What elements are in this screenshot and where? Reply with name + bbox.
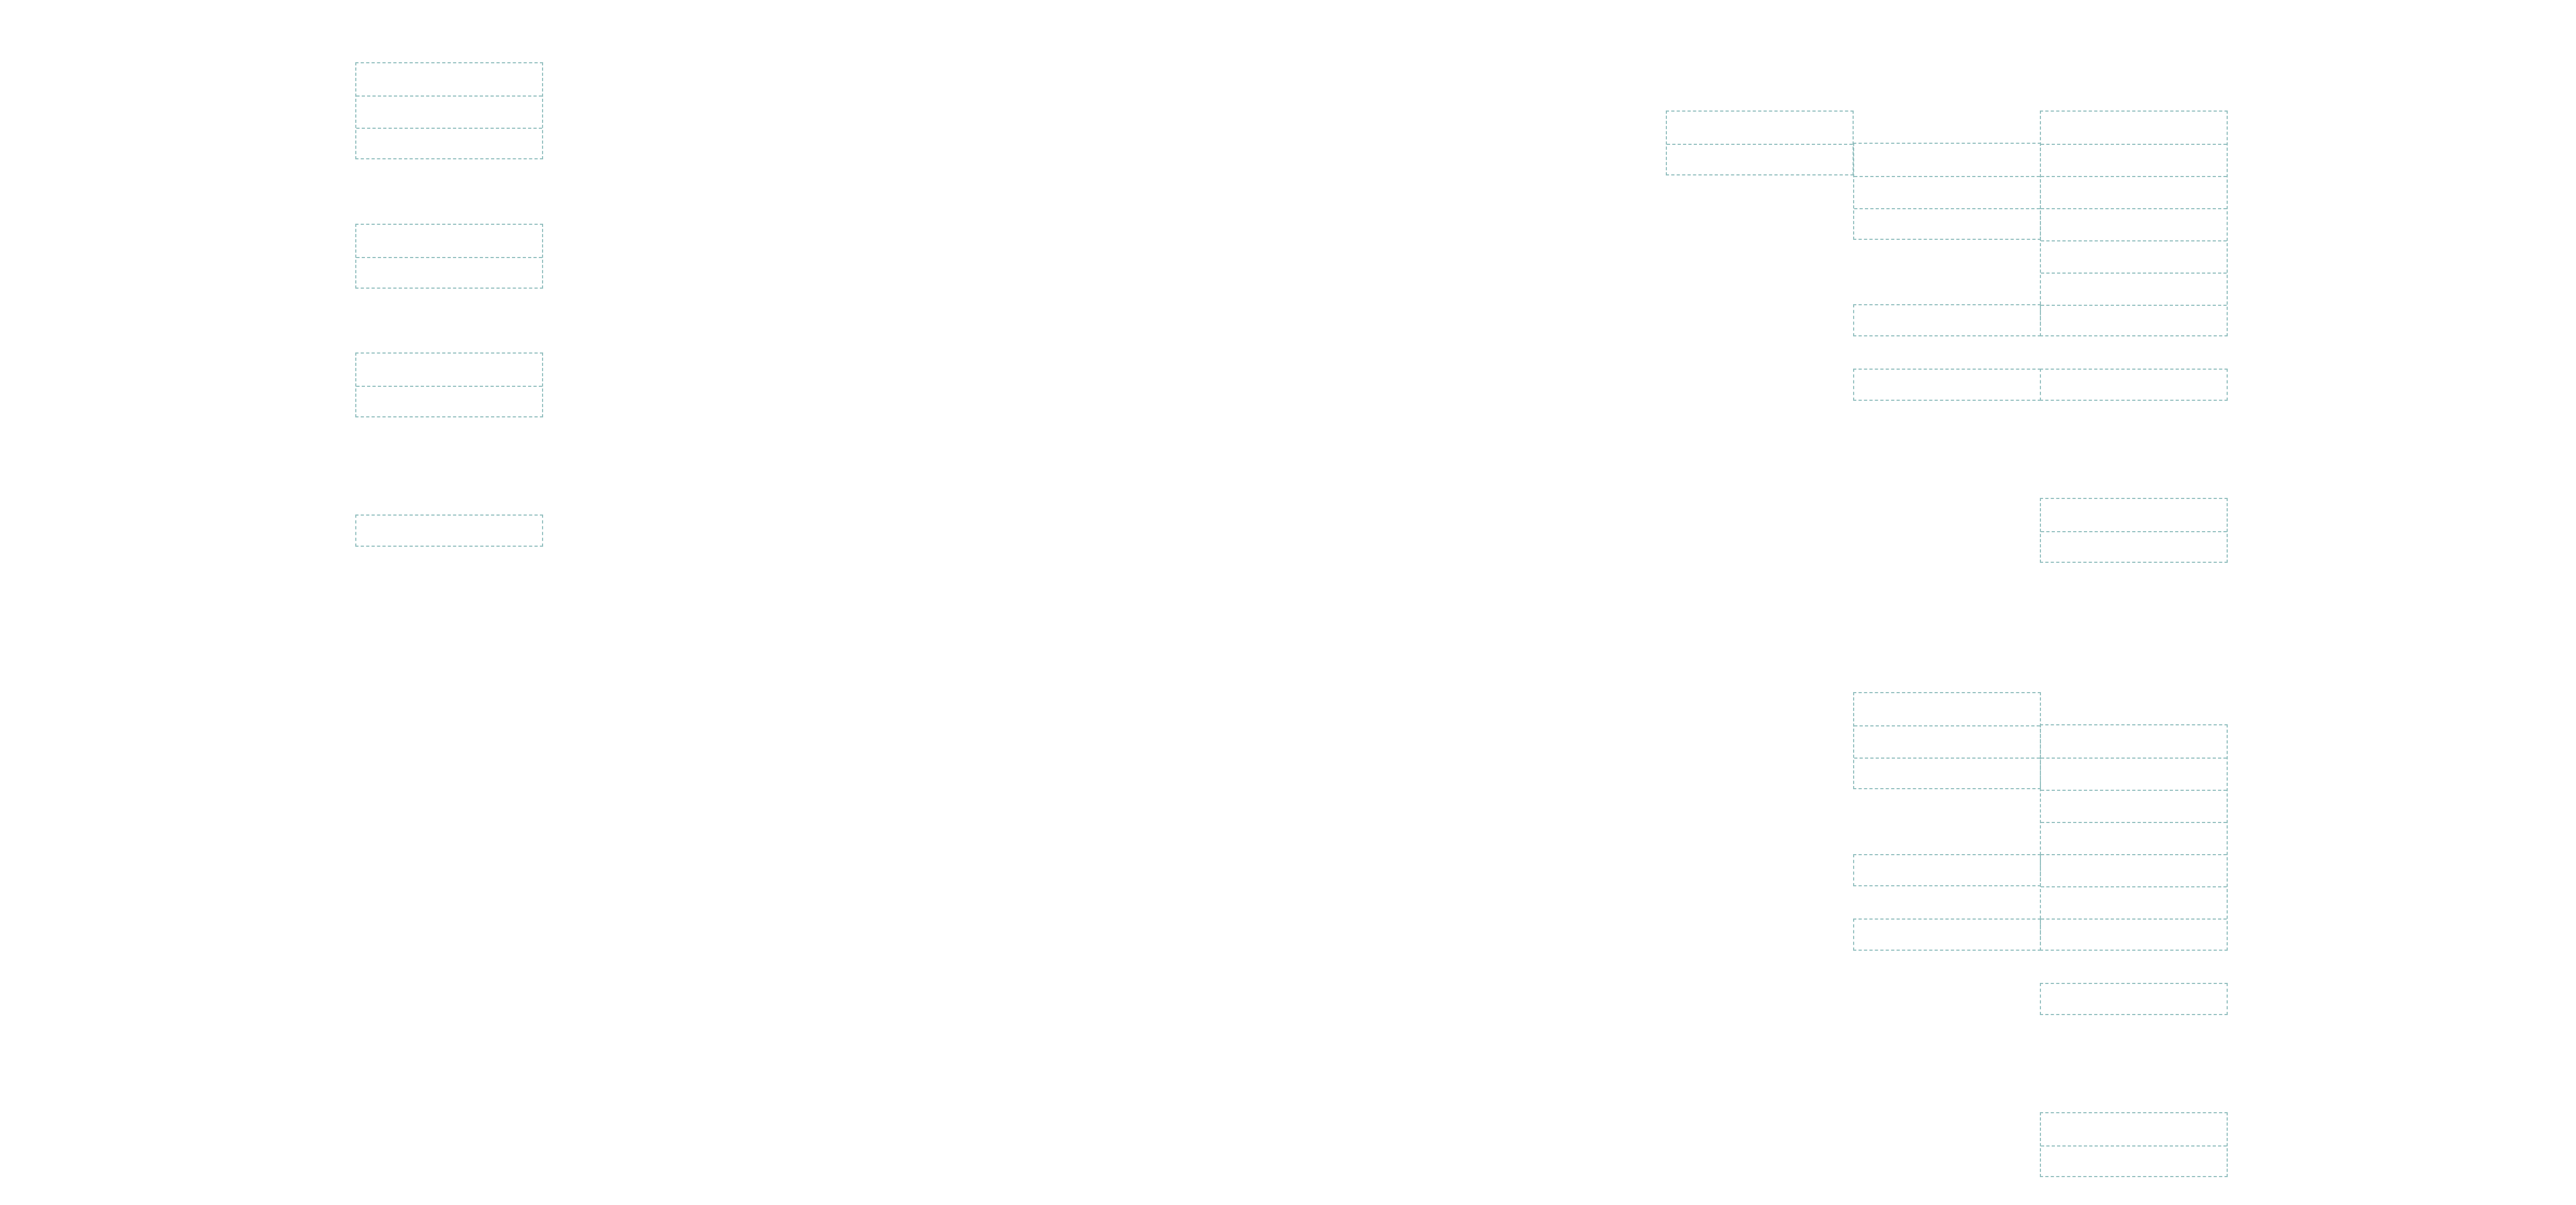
right-middle-group-6 — [1853, 919, 2041, 951]
right-right-group-1-divider — [2041, 273, 2227, 274]
right-right-group-6-divider — [2041, 1145, 2227, 1147]
right-middle-group-3 — [1853, 369, 2041, 401]
left-group-1-divider — [356, 95, 542, 97]
right-middle-group-1-divider — [1854, 208, 2040, 209]
right-middle-group-1-divider — [1854, 176, 2040, 177]
right-left-group-1 — [1666, 111, 1854, 175]
right-right-group-2 — [2040, 369, 2228, 401]
right-middle-group-4-divider — [1854, 758, 2040, 759]
right-middle-group-2 — [1853, 304, 2041, 336]
left-group-3 — [355, 352, 543, 417]
right-middle-group-4-divider — [1854, 725, 2040, 726]
left-group-2 — [355, 224, 543, 289]
left-group-1 — [355, 62, 543, 159]
left-group-2-divider — [356, 257, 542, 258]
right-right-group-1-divider — [2041, 240, 2227, 241]
right-right-group-4-divider — [2041, 854, 2227, 855]
left-group-3-divider — [356, 386, 542, 387]
right-right-group-1-divider — [2041, 144, 2227, 145]
right-middle-group-1 — [1853, 143, 2041, 240]
right-right-group-1-divider — [2041, 208, 2227, 209]
right-right-group-4 — [2040, 724, 2228, 951]
right-right-group-3-divider — [2041, 531, 2227, 532]
right-right-group-4-divider — [2041, 790, 2227, 791]
right-middle-group-4 — [1853, 692, 2041, 789]
right-right-group-1-divider — [2041, 305, 2227, 306]
right-right-group-1 — [2040, 111, 2228, 336]
right-right-group-4-divider — [2041, 886, 2227, 887]
right-right-group-1-divider — [2041, 176, 2227, 177]
right-right-group-6 — [2040, 1112, 2228, 1177]
left-group-1-divider — [356, 128, 542, 129]
right-right-group-3 — [2040, 498, 2228, 563]
right-right-group-5 — [2040, 983, 2228, 1015]
right-middle-group-5 — [1853, 854, 2041, 886]
left-group-4 — [355, 515, 543, 547]
right-right-group-4-divider — [2041, 919, 2227, 920]
right-left-group-1-divider — [1667, 144, 1853, 145]
right-right-group-4-divider — [2041, 758, 2227, 759]
right-right-group-4-divider — [2041, 822, 2227, 823]
